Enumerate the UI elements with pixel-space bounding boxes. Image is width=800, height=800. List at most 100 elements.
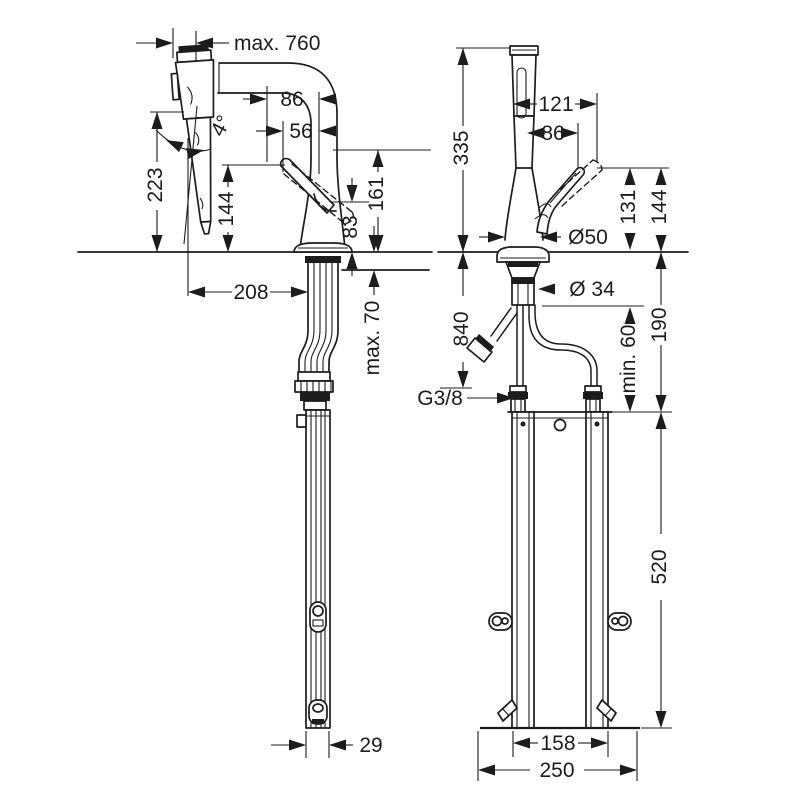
outline-path [617, 615, 629, 627]
dimension-arrow [457, 371, 469, 388]
dimension-arrow [188, 286, 205, 298]
outline-path [297, 371, 331, 382]
outline-path [312, 605, 324, 617]
dim-label-dim520: 520 [648, 549, 671, 584]
outline-path [300, 392, 330, 401]
outline-path [501, 617, 509, 625]
dimension-arrow [346, 252, 358, 269]
dimension-arrow [346, 185, 358, 202]
dimension-arrow [624, 233, 636, 250]
angle-arc [155, 129, 212, 152]
outline-path [310, 263, 321, 372]
dimension-arrow [624, 395, 636, 412]
dimension-arrow [538, 283, 555, 295]
dimension-arrow [488, 231, 505, 243]
outline-path [490, 307, 512, 337]
dimension-arrow [540, 231, 557, 243]
dimension-arrow [457, 252, 469, 269]
outline-path [549, 172, 577, 204]
outline-path [475, 334, 494, 352]
outline-path [195, 131, 200, 146]
outline-path [304, 263, 315, 372]
dim-label-dia34: Ø 34 [569, 278, 615, 301]
dimension-arrow [166, 140, 184, 153]
dim-label-dim840: 840 [450, 311, 473, 346]
dim-label-g38: G3/8 [417, 387, 463, 410]
outline-path [502, 708, 510, 717]
head-axis-line [183, 105, 198, 245]
pullout-head-seam [516, 67, 527, 119]
outline-path [585, 398, 601, 413]
outline-path [513, 115, 535, 169]
right-view-faucet [496, 45, 603, 306]
dimension-arrow [368, 235, 380, 252]
outline-path [509, 385, 527, 393]
dimension-arrow [156, 37, 173, 49]
outline-path [508, 392, 528, 399]
outline-path [344, 211, 355, 225]
dimension-arrow [624, 168, 636, 185]
outline-path [217, 92, 312, 160]
dimension-arrow [319, 93, 336, 105]
dimension-arrow [624, 307, 636, 324]
spout-and-body [217, 62, 355, 263]
outline-path [534, 304, 598, 387]
dimension-arrow [186, 148, 204, 159]
dimension-arrow [222, 235, 234, 252]
dim-label-max760: max. 760 [234, 32, 320, 55]
outline-path [584, 385, 602, 393]
dimension-arrow [513, 98, 530, 110]
dimension-arrow [655, 168, 667, 185]
foot-right [596, 699, 617, 722]
dimension-arrow [655, 412, 667, 429]
outline-path [534, 214, 549, 220]
dim-label-min60: min. 60 [617, 325, 640, 394]
dimension-arrow [527, 127, 544, 139]
outline-path [312, 703, 324, 713]
dimension-arrow [222, 165, 234, 182]
outline-path [504, 167, 517, 241]
outline-path [511, 411, 535, 729]
dimension-arrow [151, 112, 163, 129]
dimension-arrow [372, 150, 384, 167]
outline-path [491, 615, 503, 627]
outline-path [552, 159, 594, 197]
dimension-arrow [620, 764, 637, 776]
dimension-arrow [561, 127, 578, 139]
outline-path [291, 163, 353, 213]
dimension-arrow [266, 125, 283, 137]
dimension-arrow [497, 392, 514, 404]
dimension-arrow [368, 270, 380, 287]
dimension-arrow [457, 48, 469, 65]
outline-path [553, 418, 567, 432]
mounting-rail-side [296, 409, 331, 729]
outline-path [585, 411, 609, 729]
dim-label-dim56: 56 [289, 120, 312, 143]
dimension-arrow [591, 737, 608, 749]
outline-path [561, 169, 603, 207]
dim-label-max70: max. 70 [361, 301, 384, 376]
shank-and-hoses-side [294, 262, 339, 411]
dim-label-dia50: Ø50 [568, 226, 608, 249]
outline-path [322, 263, 333, 372]
outline-path [299, 158, 312, 249]
dimension-arrow [478, 764, 495, 776]
dimension-arrow [655, 711, 667, 728]
outline-path [199, 220, 212, 235]
outline-path [611, 617, 619, 625]
dimension-arrow [655, 252, 667, 269]
outline-path [496, 312, 518, 342]
dimension-arrow [291, 286, 308, 298]
outline-path [298, 262, 309, 373]
dim-label-dim223: 223 [144, 167, 167, 202]
outline-path [508, 262, 538, 267]
pullout-spray-head [170, 44, 215, 235]
dim-label-dim250: 250 [539, 759, 574, 782]
countertop-lines [77, 251, 689, 271]
dim-label-dim86_left: 86 [280, 88, 303, 111]
outline-path [528, 304, 592, 387]
dimension-arrow [457, 235, 469, 252]
